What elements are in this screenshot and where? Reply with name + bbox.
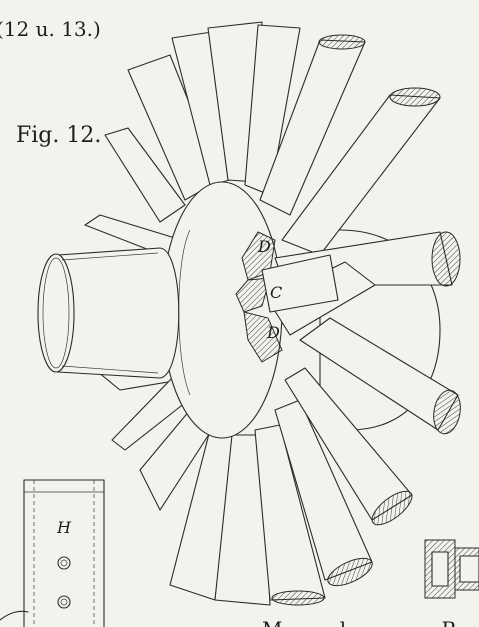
- section-detail: [424, 539, 479, 599]
- tube-right-lower-bore: [433, 389, 461, 435]
- tube-upper-right-1-bore: [318, 34, 366, 50]
- arc-fragment: [0, 610, 29, 621]
- radial-tubes: [84, 21, 461, 606]
- side-plate: [23, 479, 105, 627]
- tube-right-upper-bore: [431, 231, 461, 287]
- section-upper-d: [241, 231, 276, 281]
- figure-title: Fig. 12.: [16, 123, 101, 148]
- tube-lower-right-1-bore: [371, 490, 413, 526]
- tube-right-lower: [299, 317, 459, 431]
- left-pipe: [37, 247, 180, 379]
- tube-bottom-4-bore: [271, 590, 325, 606]
- bottom-caption: M . . . . l . . . . . . . R: [262, 617, 457, 627]
- label-upper-d: D: [257, 237, 271, 256]
- central-hub: [161, 181, 283, 439]
- tube-upper-left-1: [104, 127, 186, 223]
- section-lower-d: [243, 311, 283, 363]
- tube-upper-right-2-bore: [389, 87, 441, 107]
- joint-block: [261, 254, 339, 313]
- label-middle-c: C: [270, 283, 282, 302]
- label-lower-d: D: [266, 323, 280, 342]
- header-caption: (12 u. 13.): [0, 17, 101, 41]
- side-plate-label: H: [56, 518, 72, 537]
- tube-bottom-5-bore: [327, 557, 373, 587]
